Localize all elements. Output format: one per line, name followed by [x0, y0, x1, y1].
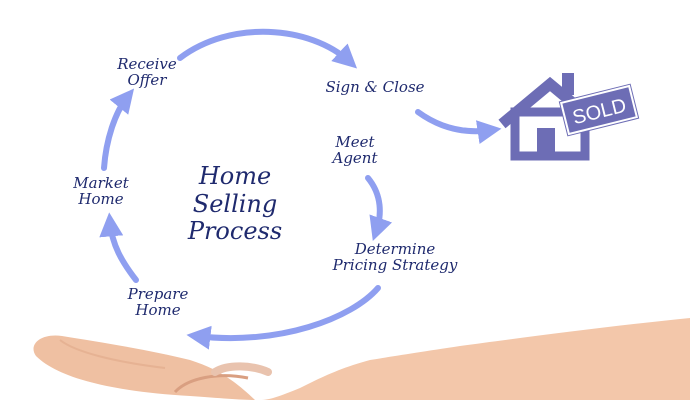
- arrow-prepare-to-market: [99, 212, 139, 283]
- arrow-agent-to-pricing: [365, 175, 393, 242]
- step-market-home: Market Home: [58, 174, 144, 208]
- arrow-close-to-sold: [415, 109, 502, 144]
- step-sign-close: Sign & Close: [312, 78, 438, 96]
- step-prepare-home-line-2: Home: [135, 300, 181, 319]
- step-market-home-line-2: Home: [78, 189, 124, 208]
- step-determine-pricing-line-2: Pricing Strategy: [332, 255, 458, 274]
- center-title: Home Selling Process: [175, 162, 295, 246]
- step-prepare-home: Prepare Home: [108, 285, 208, 319]
- step-prepare-home-line-1: Prepare: [127, 285, 189, 303]
- step-receive-offer-line-2: Offer: [127, 70, 167, 89]
- arrow-pricing-to-prepare: [186, 285, 381, 350]
- arrow-market-to-offer: [101, 88, 135, 171]
- step-receive-offer-line-1: Receive: [117, 55, 177, 73]
- title-line-1: Home: [198, 162, 272, 190]
- step-receive-offer: Receive Offer: [104, 55, 190, 89]
- step-sign-close-line-1: Sign & Close: [325, 78, 425, 96]
- title-line-2: Selling: [192, 189, 278, 218]
- step-determine-pricing-line-1: Determine: [354, 240, 436, 258]
- step-meet-agent-line-2: Agent: [332, 148, 378, 167]
- title-line-3: Process: [187, 217, 283, 246]
- step-market-home-line-1: Market: [73, 174, 129, 192]
- arrow-offer-to-close: [177, 28, 358, 69]
- step-meet-agent-line-1: Meet: [335, 133, 375, 151]
- step-determine-pricing: Determine Pricing Strategy: [310, 240, 480, 274]
- step-meet-agent: Meet Agent: [320, 133, 390, 167]
